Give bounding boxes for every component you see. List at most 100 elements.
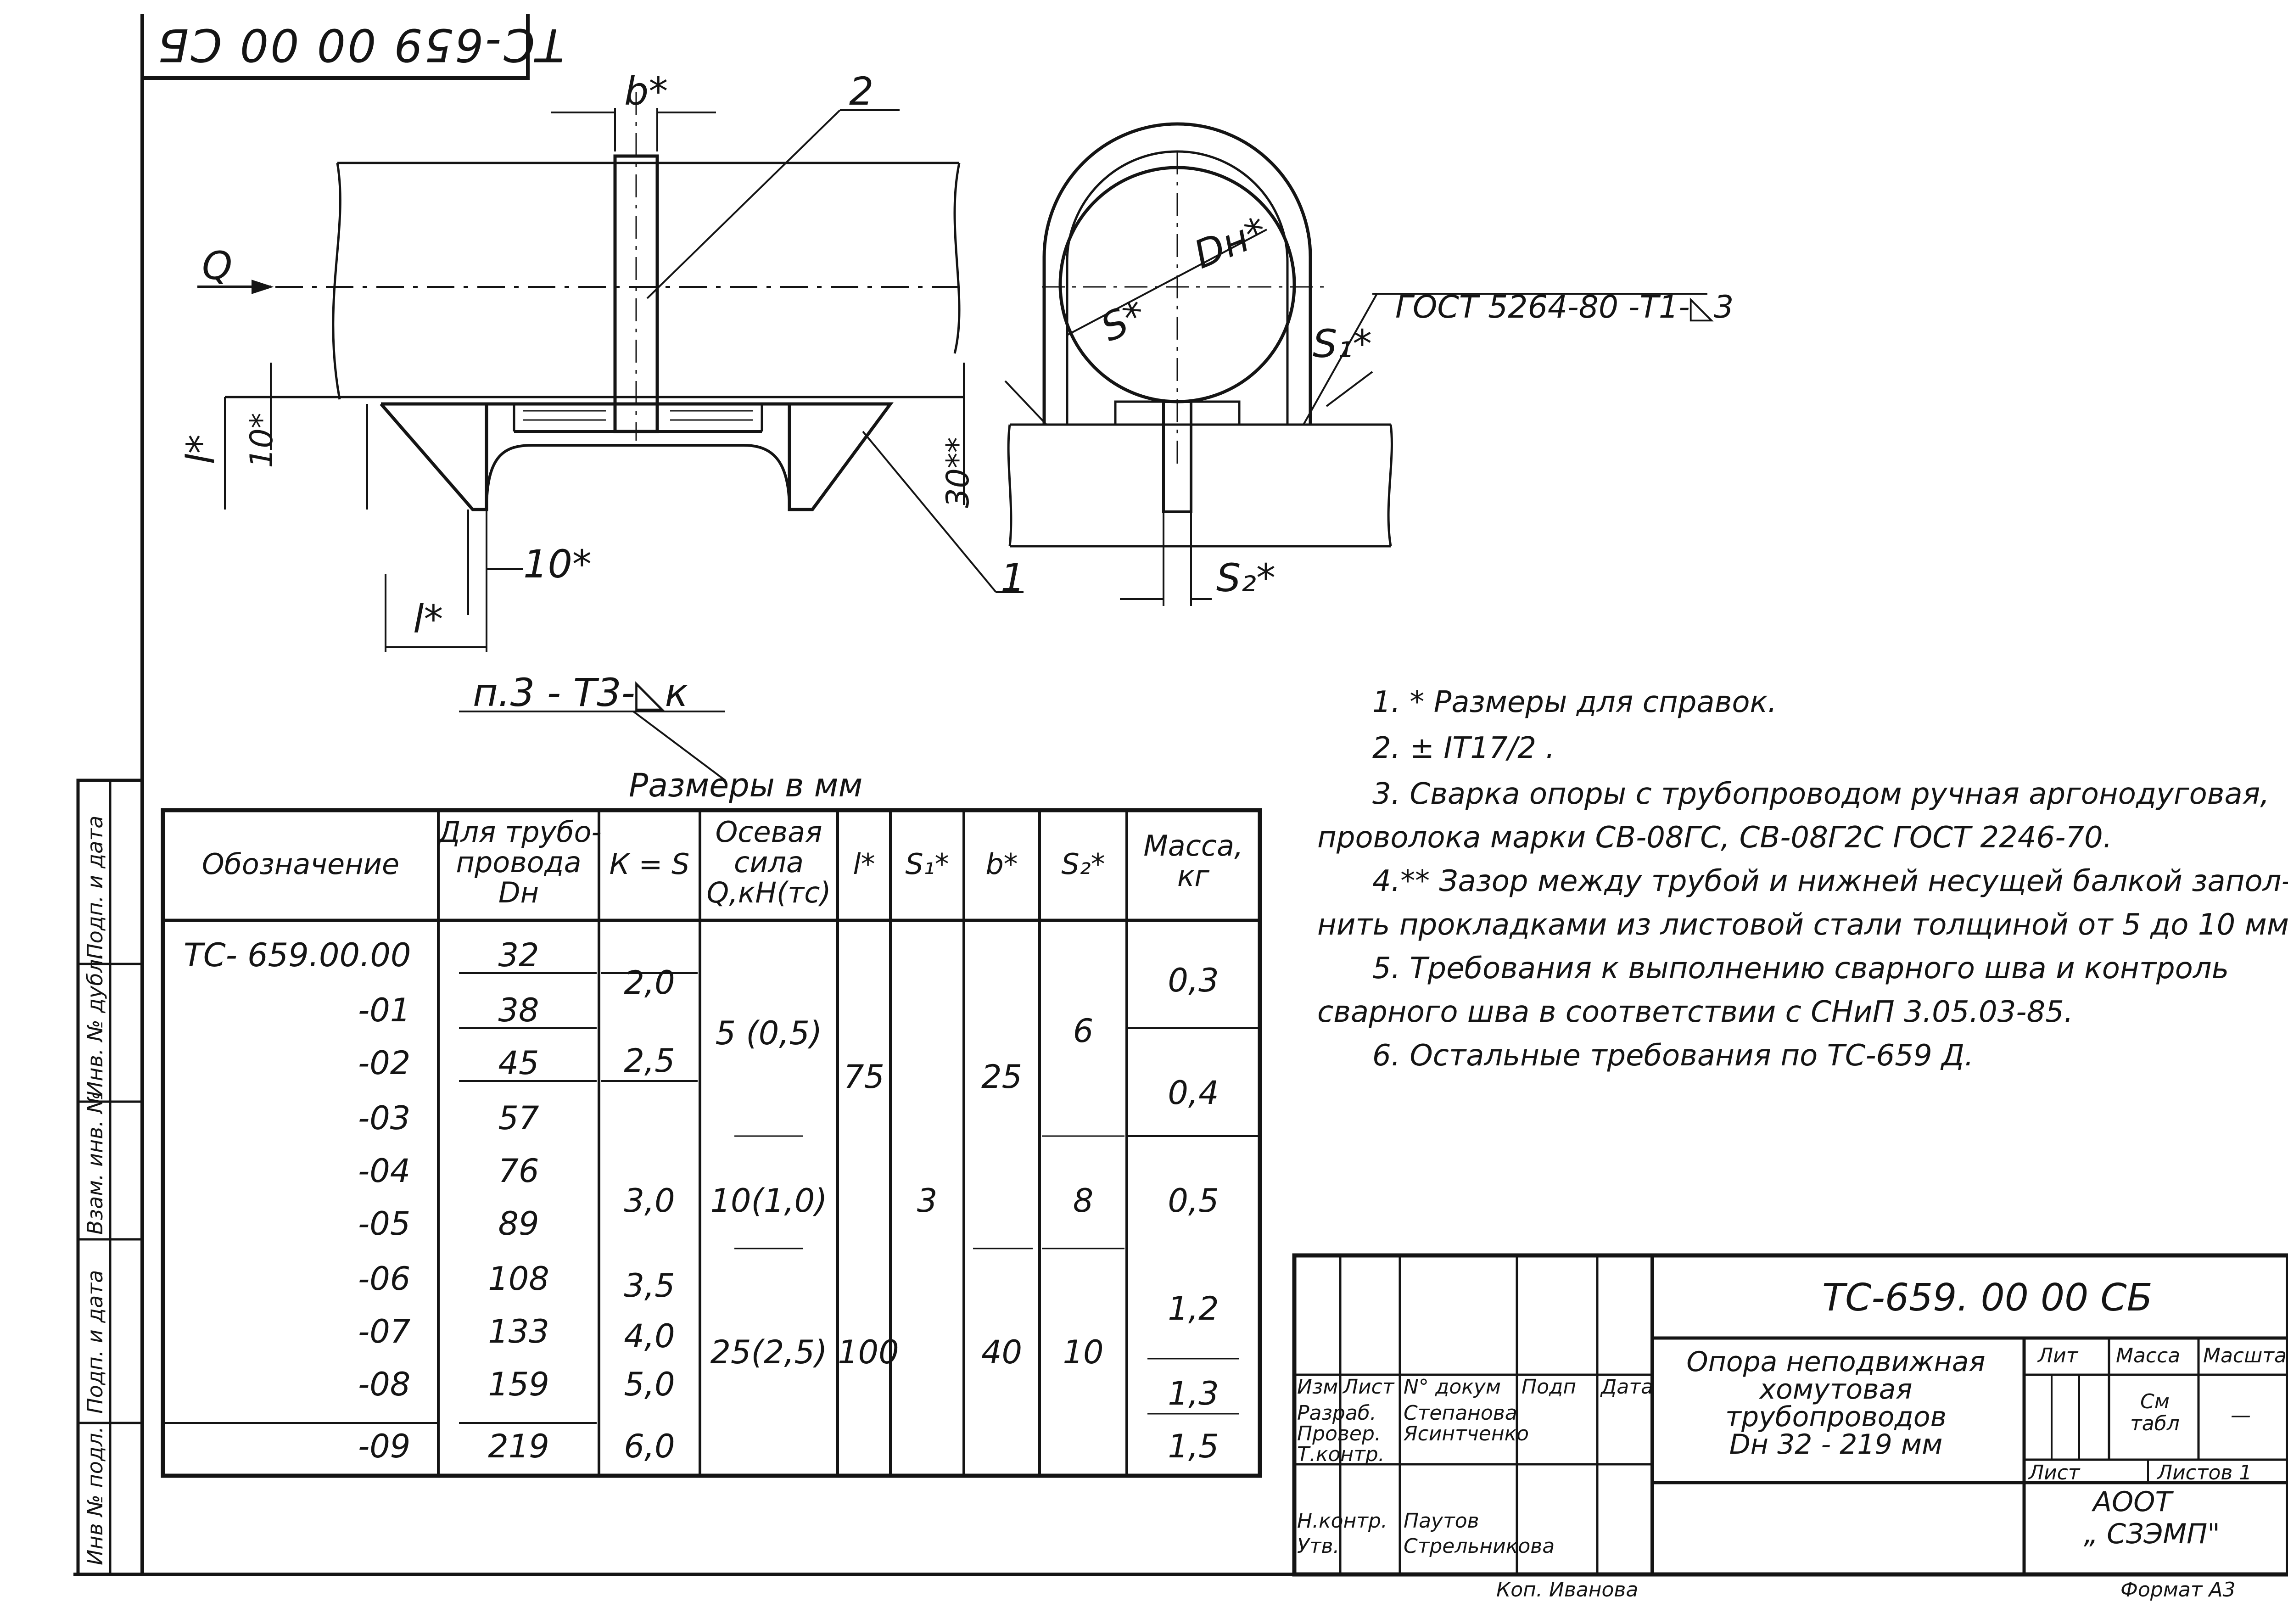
side-stamp-label: Инв. № дубл. — [83, 952, 107, 1097]
role-label: Разраб. — [1297, 1401, 1376, 1425]
position-1-label: 1 — [1001, 555, 1025, 600]
title-block-code: TC-659. 00 00 СБ — [1822, 1276, 2153, 1320]
note-1: 1. * Размеры для справок. — [1372, 685, 1777, 719]
title-block-grid — [1292, 1253, 2288, 1577]
table-header-dn: Для трубо- провода Dн — [438, 815, 602, 909]
mass-label: Масса — [2116, 1344, 2181, 1367]
note-5-line-2: сварного шва в соответствии с СНиП 3.05.… — [1317, 995, 2074, 1029]
mass-value: См табл — [2130, 1390, 2180, 1435]
cell-dn: 219 — [488, 1428, 549, 1465]
title-name-line: Опора неподвижная — [1686, 1346, 1986, 1378]
cell-mass: 1,3 — [1168, 1375, 1219, 1412]
note-5-line-1: 5. Требования к выполнению сварного шва … — [1372, 952, 2229, 986]
row-designation: -07 — [358, 1313, 411, 1350]
cell-mass: 0,5 — [1168, 1182, 1219, 1220]
cell-k: 3,5 — [624, 1267, 675, 1305]
cell-dn: 133 — [488, 1313, 549, 1350]
cell-dn: 76 — [498, 1152, 539, 1190]
cell-s1: 3 — [917, 1182, 938, 1220]
table-header-l: l* — [853, 847, 875, 881]
cell-dn: 32 — [498, 936, 539, 974]
cell-k: 4,0 — [624, 1317, 675, 1355]
side-stamp-label: Подп. и дата — [83, 1270, 107, 1414]
cell-q: 10(1,0) — [710, 1182, 828, 1220]
table-header-q: Осевая сила Q,кН(тс) — [706, 815, 831, 909]
dim-s2-label: S₂* — [1216, 555, 1275, 600]
table-header-k: К = S — [609, 847, 690, 881]
cell-dn: 89 — [498, 1205, 539, 1243]
title-name-line: Dн 32 - 219 мм — [1729, 1428, 1943, 1461]
org-line: АООТ — [2093, 1486, 2172, 1518]
cell-k: 3,0 — [624, 1182, 675, 1220]
cell-q: 25(2,5) — [710, 1333, 828, 1371]
table-header-s1: S₁* — [905, 847, 949, 881]
force-q-label: Q — [202, 243, 233, 288]
cell-dn: 159 — [488, 1366, 549, 1403]
role-label: Т.контр. — [1297, 1443, 1385, 1466]
row-designation: -05 — [358, 1205, 411, 1243]
cell-l: 100 — [838, 1333, 899, 1371]
role-label: Провер. — [1297, 1422, 1381, 1445]
position-2-label: 2 — [849, 69, 874, 114]
dim-10-horizontal-label: 10* — [523, 542, 592, 587]
table-header-mass: Масса, кг — [1143, 829, 1243, 893]
cell-l: 75 — [843, 1058, 885, 1096]
dim-b-label: b* — [624, 69, 668, 114]
note-2: 2. ± IT17/2 . — [1372, 731, 1555, 765]
title-name-line: трубопроводов — [1725, 1401, 1947, 1433]
sheet-label: Лист — [2029, 1461, 2080, 1484]
cell-mass: 0,4 — [1168, 1074, 1219, 1112]
note-4-line-2: нить прокладками из листовой стали толщи… — [1317, 908, 2288, 942]
row-designation: -02 — [358, 1044, 411, 1082]
col-head-date: Дата — [1601, 1375, 1653, 1399]
table-units: Размеры в мм — [629, 767, 863, 804]
scale-label: Масштаб — [2203, 1344, 2288, 1367]
side-stamp-label: Инв № подл. — [83, 1426, 107, 1565]
cell-dn: 108 — [488, 1260, 549, 1298]
cell-b: 25 — [981, 1058, 1023, 1096]
cell-dn: 57 — [498, 1099, 539, 1137]
row-designation: -09 — [358, 1428, 411, 1465]
weld-spec-gost: ГОСТ 5264-80 -Т1-◺3 — [1395, 289, 1734, 325]
dim-10-vertical-label: 10* — [243, 413, 280, 468]
cell-dn: 45 — [498, 1044, 539, 1082]
cell-k: 5,0 — [624, 1366, 675, 1403]
row-designation: TC- 659.00.00 — [184, 936, 411, 974]
cell-s2: 8 — [1073, 1182, 1094, 1220]
side-stamp-label: Взам. инв. № — [83, 1091, 107, 1235]
copied-by: Коп. Иванова — [1496, 1578, 1639, 1602]
cell-mass: 1,5 — [1168, 1428, 1219, 1465]
table-header-designation: Обозначение — [201, 847, 400, 881]
col-head-izm: Изм — [1297, 1375, 1338, 1399]
dimension-lines — [197, 108, 1024, 781]
cell-k: 6,0 — [624, 1428, 675, 1465]
org-line: „ СЗЭМП" — [2084, 1518, 2220, 1550]
table-header-s2: S₂* — [1061, 847, 1105, 881]
cell-b: 40 — [981, 1333, 1023, 1371]
role-label: Н.контр. — [1297, 1509, 1387, 1533]
scale-value: — — [2231, 1404, 2251, 1427]
cell-dn: 38 — [498, 991, 539, 1029]
row-designation: -01 — [358, 991, 411, 1029]
weld-spec-left: п.3 - Т3-◺к — [473, 670, 688, 715]
dim-30-label: 30** — [940, 437, 976, 508]
lit-label: Лит — [2038, 1344, 2078, 1367]
title-name-line: хомутовая — [1759, 1373, 1913, 1406]
row-designation: -03 — [358, 1099, 411, 1137]
stamp-code-reversed: TC-659 00 00 СБ — [156, 18, 565, 71]
dimensions-table-grid — [161, 808, 1262, 1478]
table-header-b: b* — [985, 847, 1018, 881]
cell-s2: 10 — [1063, 1333, 1104, 1371]
dim-l-bottom-label: l* — [413, 597, 443, 642]
note-3-line-2: проволока марки СВ-08ГС, СВ-08Г2С ГОСТ 2… — [1317, 821, 2113, 855]
pipe-front-view — [1004, 122, 1707, 606]
dim-s1-label: S₁* — [1313, 321, 1372, 366]
person-name: Паутов — [1404, 1509, 1479, 1533]
stamp-box — [142, 14, 530, 80]
person-name: Степанова — [1404, 1401, 1517, 1425]
row-designation: -06 — [358, 1260, 411, 1298]
col-head-list: Лист — [1343, 1375, 1394, 1399]
row-designation: -08 — [358, 1366, 411, 1403]
cell-mass: 0,3 — [1168, 962, 1219, 999]
